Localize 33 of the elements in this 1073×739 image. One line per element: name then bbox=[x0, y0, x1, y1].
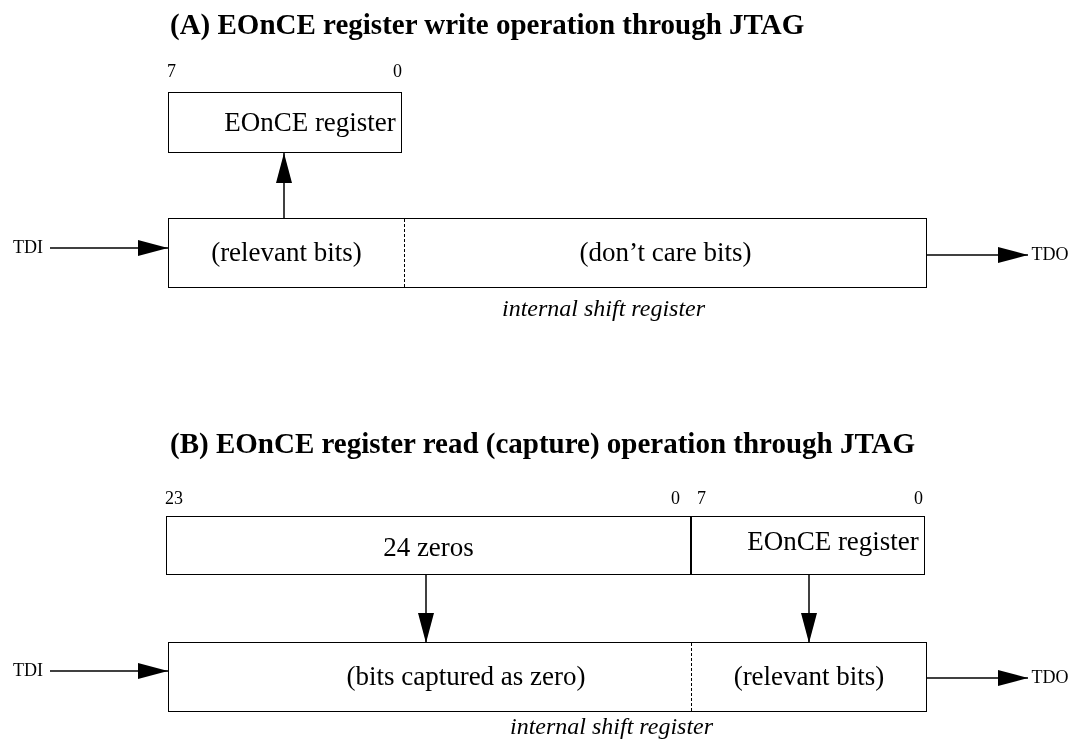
arrow bbox=[926, 247, 1029, 263]
arrow bbox=[276, 152, 292, 220]
shift-register-box bbox=[168, 642, 927, 712]
register-text: (relevant bits) bbox=[733, 662, 885, 692]
bit-index: 0 bbox=[393, 62, 402, 82]
bit-index: 0 bbox=[671, 489, 680, 509]
register-text: 24 zeros bbox=[383, 532, 474, 563]
bit-index: 7 bbox=[697, 489, 706, 509]
shift-register-box bbox=[168, 218, 927, 288]
arrow bbox=[801, 574, 817, 644]
section-title: (A) EOnCE register write operation through JTAG bbox=[170, 9, 805, 41]
bit-index: 0 bbox=[914, 489, 923, 509]
register-text: TDI bbox=[13, 661, 43, 681]
register-text: TDO bbox=[1031, 245, 1069, 265]
register-box bbox=[168, 92, 402, 153]
arrow bbox=[49, 240, 169, 256]
arrow bbox=[418, 574, 434, 644]
register-text: TDO bbox=[1031, 668, 1069, 688]
section-title: (B) EOnCE register read (capture) operation through JTAG bbox=[170, 428, 916, 460]
register-text: TDI bbox=[13, 238, 43, 258]
register-box bbox=[691, 516, 925, 575]
register-box bbox=[166, 516, 691, 575]
register-name: internal shift register bbox=[510, 714, 714, 738]
register-name: internal shift register bbox=[502, 296, 706, 320]
bit-index: 23 bbox=[165, 489, 183, 509]
register-text: EOnCE register bbox=[747, 526, 919, 557]
arrow bbox=[926, 670, 1029, 686]
bit-index: 7 bbox=[167, 62, 176, 82]
register-text: (don’t care bits) bbox=[579, 238, 752, 268]
register-text: (bits captured as zero) bbox=[346, 662, 586, 692]
arrow bbox=[49, 663, 169, 679]
register-text: (relevant bits) bbox=[211, 238, 362, 268]
register-text: EOnCE register bbox=[224, 107, 396, 138]
